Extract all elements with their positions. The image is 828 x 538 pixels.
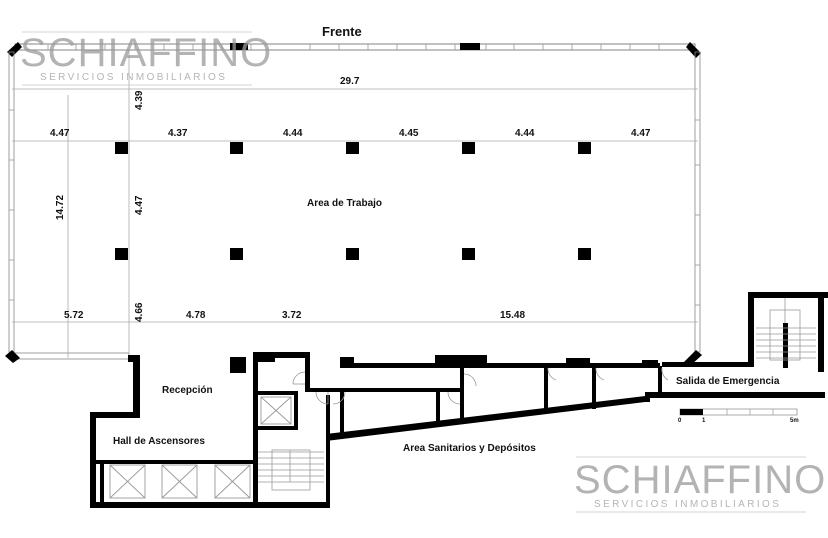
room-label-elevator-hall: Hall de Ascensores — [113, 436, 205, 447]
dim-top-span-1: 4.47 — [50, 128, 70, 139]
elevators — [109, 396, 292, 499]
dim-vertical-span-1: 4.39 — [134, 90, 145, 110]
dim-bottom-span-4: 15.48 — [500, 310, 525, 321]
dim-bottom-span-2: 4.78 — [186, 310, 206, 321]
plan-title: Frente — [322, 24, 362, 39]
service-walls — [310, 355, 825, 441]
side-windows — [5, 51, 702, 366]
dim-top-span-4: 4.45 — [399, 128, 419, 139]
watermark-brand: SCHIAFFINO — [574, 458, 826, 502]
dim-total-depth: 14.72 — [55, 195, 66, 220]
dim-top-span-2: 4.37 — [168, 128, 188, 139]
dim-total-width: 29.7 — [340, 76, 360, 87]
structural-columns — [115, 142, 591, 373]
watermark-top-left: SCHIAFFINO SERVICIOS INMOBILIARIOS — [20, 31, 272, 86]
dim-bottom-span-1: 5.72 — [64, 310, 84, 321]
room-label-emergency-exit: Salida de Emergencia — [676, 376, 780, 387]
room-label-reception: Recepción — [162, 385, 213, 396]
scale-label-0: 0 — [678, 418, 682, 424]
dim-vertical-span-2: 4.47 — [134, 195, 145, 215]
watermark-tagline: SERVICIOS INMOBILIARIOS — [40, 72, 227, 83]
watermark-bottom-right: SCHIAFFINO SERVICIOS INMOBILIARIOS — [574, 456, 826, 513]
dim-top-span-5: 4.44 — [515, 128, 535, 139]
core-walls — [90, 352, 330, 508]
emergency-stair — [662, 292, 828, 372]
room-label-restrooms-storage: Area Sanitarios y Depósitos — [403, 443, 536, 454]
dim-vertical-span-3: 4.66 — [134, 302, 145, 322]
scale-label-5m: 5m — [790, 418, 799, 424]
watermark-tagline: SERVICIOS INMOBILIARIOS — [594, 499, 781, 510]
dimension-lines — [12, 50, 698, 358]
room-label-work-area: Area de Trabajo — [307, 198, 382, 209]
main-staircase — [258, 449, 324, 491]
scale-bar: 0 1 5m — [678, 408, 799, 424]
dim-top-span-6: 4.47 — [631, 128, 651, 139]
scale-label-1: 1 — [702, 418, 706, 424]
front-facade — [7, 42, 701, 58]
dim-top-span-3: 4.44 — [283, 128, 303, 139]
dim-bottom-span-3: 3.72 — [282, 310, 302, 321]
doors — [292, 367, 669, 405]
watermark-brand: SCHIAFFINO — [20, 31, 272, 75]
